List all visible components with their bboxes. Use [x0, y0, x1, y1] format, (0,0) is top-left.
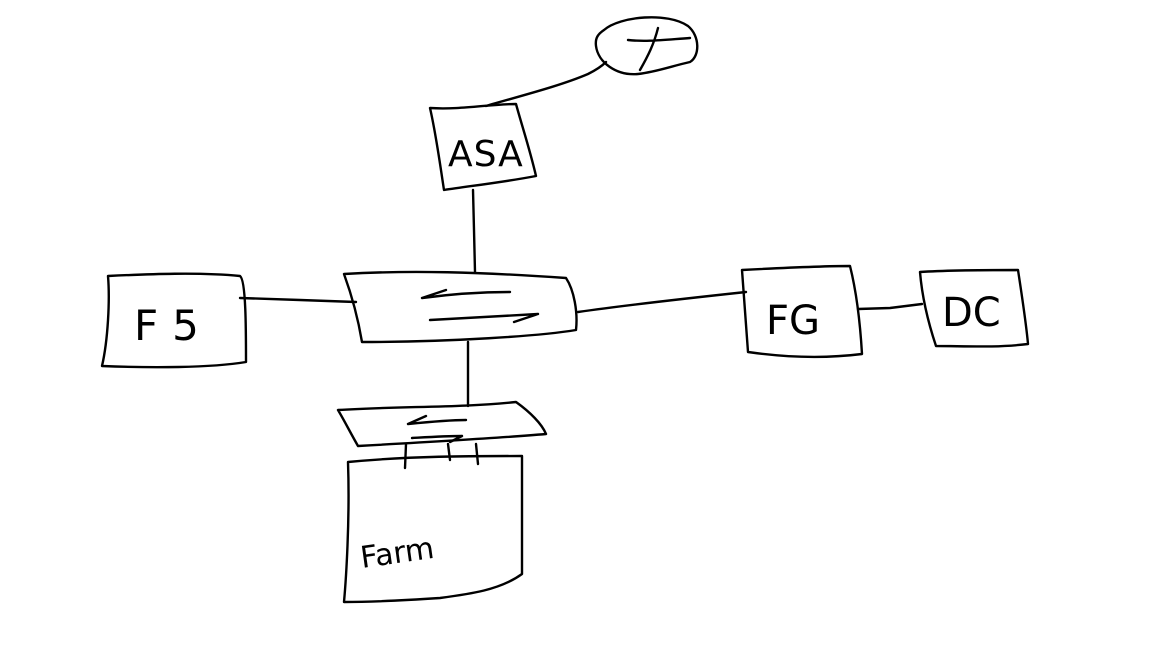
links [238, 60, 924, 408]
link-asa-internet [484, 60, 608, 108]
fg-label: FG [766, 298, 820, 344]
link-core-switch-fg [576, 290, 748, 314]
link-asa-core-switch [471, 188, 477, 274]
core-switch-box [342, 270, 578, 344]
core-switch-right-arrow-icon [428, 312, 540, 324]
link-f5-core-switch [238, 296, 358, 304]
f5-label: F5 [134, 301, 213, 350]
core-switch-node [342, 270, 578, 344]
core-switch-left-arrow-icon [420, 288, 512, 300]
fg-box [740, 264, 864, 358]
internet-cloud-outline [594, 16, 699, 76]
access-switch-box [336, 400, 548, 448]
farm-uplink-3 [474, 442, 480, 466]
farm-label: Farm [358, 531, 436, 576]
internet-cloud [594, 16, 699, 76]
asa-box [428, 102, 538, 192]
access-switch-node [336, 400, 548, 448]
dc-box [918, 268, 1030, 348]
f5-node: F5 [100, 272, 248, 369]
dc-label: DC [942, 290, 1001, 336]
internet-cross-icon [626, 26, 692, 72]
access-switch-right-arrow-icon [410, 434, 464, 444]
asa-node: ASA [428, 102, 538, 192]
asa-label: ASA [448, 134, 524, 175]
farm-box [342, 454, 524, 604]
f5-box [100, 272, 248, 369]
farm-uplink-1 [403, 442, 408, 470]
fg-node: FG [740, 264, 864, 358]
farm-node: Farm [342, 442, 524, 604]
dc-node: DC [918, 268, 1030, 348]
access-switch-left-arrow-icon [406, 414, 468, 426]
farm-uplink-2 [446, 442, 452, 462]
link-fg-dc [856, 302, 924, 311]
